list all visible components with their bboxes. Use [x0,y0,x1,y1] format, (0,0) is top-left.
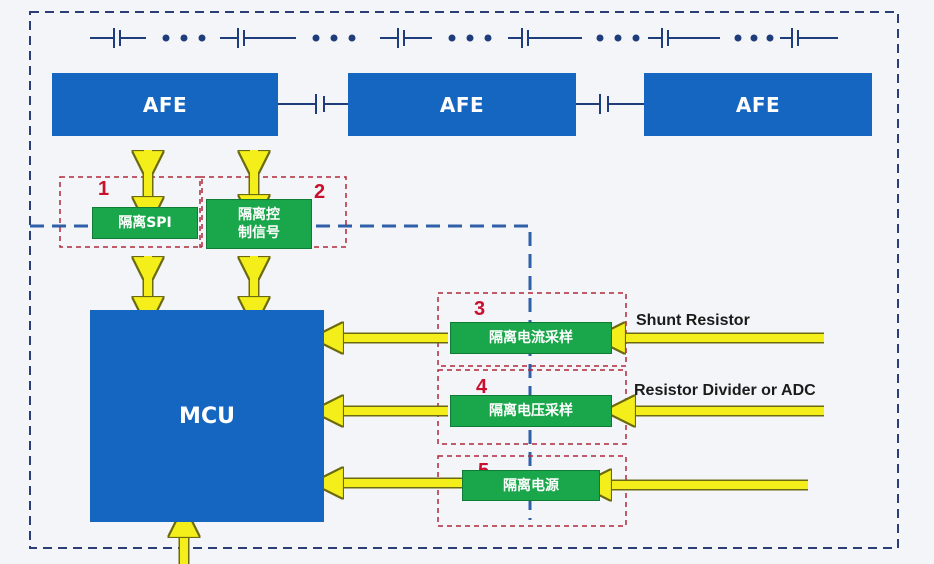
afe-block-2: AFE [348,73,576,136]
afe-link-symbols [278,94,644,114]
resistor-divider-label: Resistor Divider or ADC [634,382,816,399]
mcu-block: MCU [90,310,324,522]
iso-spi-block: 隔离SPI [92,207,198,239]
signal-arrows [148,150,824,564]
shunt-resistor-label: Shunt Resistor [636,312,750,329]
iso-control-line-1: 隔离控 [238,207,280,223]
iso-control-signal-block: 隔离控 制信号 [206,199,312,249]
iso-voltage-sampling-block: 隔离电压采样 [450,395,612,427]
afe-block-3: AFE [644,73,872,136]
iso-number-1: 1 [98,178,110,200]
iso-control-line-2: 制信号 [238,225,280,241]
iso-current-sampling-block: 隔离电流采样 [450,322,612,354]
outer-boundary [29,11,899,549]
iso-power-block: 隔离电源 [462,470,600,501]
afe-block-1: AFE [52,73,278,136]
iso-number-3: 3 [474,298,486,320]
top-cell-chain [90,28,838,48]
iso-number-2: 2 [314,181,326,203]
iso-number-4: 4 [476,376,488,398]
